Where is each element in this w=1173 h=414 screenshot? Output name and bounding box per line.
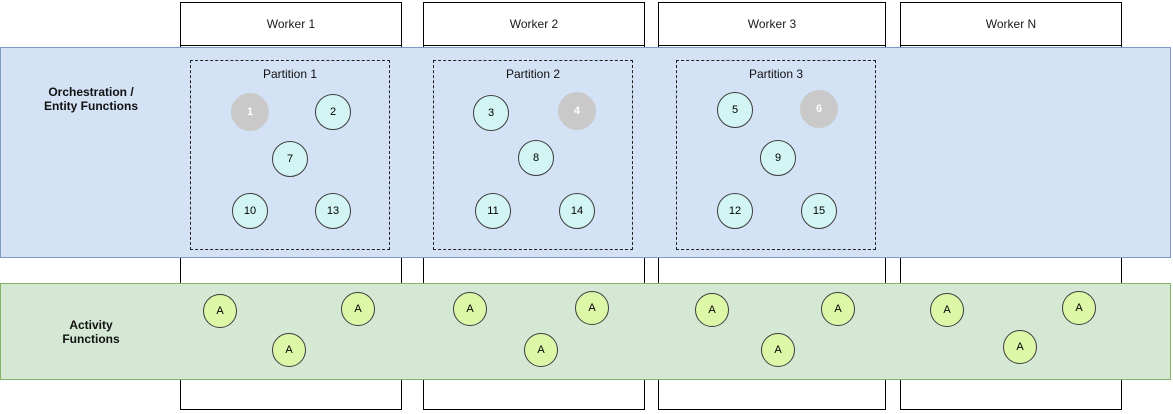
- activity-node: A: [272, 333, 306, 367]
- activity-node: A: [930, 293, 964, 327]
- worker-title: Worker N: [901, 3, 1121, 46]
- partition-label: Partition 2: [505, 67, 561, 81]
- activity-node: A: [821, 292, 855, 326]
- activity-band-label: Activity Functions: [62, 317, 120, 346]
- orchestration-node: 6: [800, 90, 838, 128]
- orchestration-node: 9: [760, 140, 796, 176]
- worker-title: Worker 3: [659, 3, 885, 46]
- partition-box-3: Partition 3: [676, 60, 876, 250]
- orchestration-node: 13: [315, 193, 351, 229]
- orchestration-node: 14: [559, 193, 595, 229]
- worker-title: Worker 2: [424, 3, 644, 46]
- orchestration-node: 11: [475, 193, 511, 229]
- orchestration-node: 3: [473, 95, 509, 131]
- orchestration-node: 4: [558, 92, 596, 130]
- orchestration-node: 8: [518, 140, 554, 176]
- orchestration-node: 5: [717, 92, 753, 128]
- worker-title: Worker 1: [181, 3, 401, 46]
- orchestration-node: 7: [272, 141, 308, 177]
- activity-node: A: [524, 333, 558, 367]
- activity-node: A: [761, 333, 795, 367]
- partition-box-2: Partition 2: [433, 60, 633, 250]
- activity-node: A: [575, 291, 609, 325]
- partition-box-1: Partition 1: [190, 60, 390, 250]
- activity-node: A: [453, 292, 487, 326]
- activity-node: A: [1003, 330, 1037, 364]
- orchestration-node: 2: [315, 94, 351, 130]
- activity-node: A: [695, 293, 729, 327]
- orchestration-node: 15: [801, 193, 837, 229]
- orchestration-node: 1: [231, 93, 269, 131]
- orchestration-band-label: Orchestration / Entity Functions: [44, 85, 138, 113]
- activity-node: A: [1062, 291, 1096, 325]
- partition-label: Partition 3: [748, 67, 804, 81]
- orchestration-node: 12: [717, 193, 753, 229]
- orchestration-node: 10: [232, 193, 268, 229]
- activity-node: A: [203, 294, 237, 328]
- partition-label: Partition 1: [262, 67, 318, 81]
- activity-node: A: [341, 292, 375, 326]
